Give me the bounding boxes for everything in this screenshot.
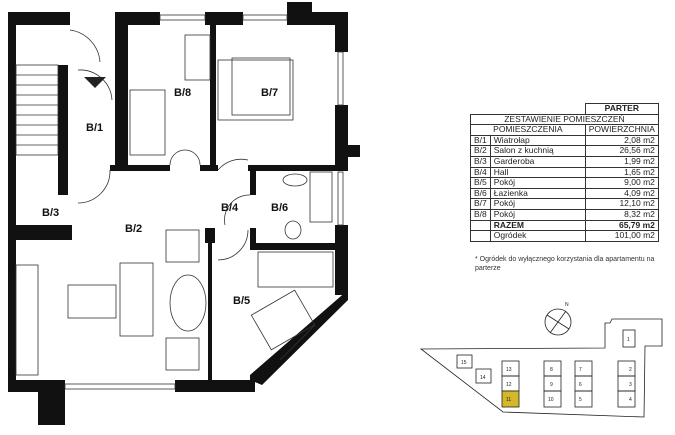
room-labels: B/1 B/2 B/3 B/4 B/5 B/6 B/7 B/8: [42, 87, 288, 307]
unit-label: 9: [550, 382, 553, 388]
room-name: Pokój: [489, 198, 586, 210]
unit-label: 3: [629, 382, 632, 388]
room-name: Wiatrołap: [489, 134, 586, 147]
room-area: 9,00 m2: [584, 177, 659, 189]
room-name: Pokój: [489, 208, 586, 221]
room-b6-label: B/6: [271, 202, 288, 214]
room-area: 1,65 m2: [584, 166, 659, 179]
room-area: 26,56 m2: [584, 145, 659, 157]
room-b3-label: B/3: [42, 207, 59, 219]
unit-label: 7: [579, 367, 582, 373]
garden-area: 101,00 m2: [584, 230, 659, 242]
room-b4-label: B/4: [221, 202, 239, 214]
unit-label: 10: [548, 397, 554, 403]
site-plan: [419, 308, 663, 418]
room-name: Salon z kuchnią: [489, 145, 586, 157]
garden-label: Ogródek: [489, 230, 586, 242]
unit-label: 14: [480, 375, 486, 381]
walls: [8, 2, 360, 425]
compass-icon: [544, 308, 572, 336]
room-b2-label: B/2: [125, 223, 142, 235]
room-id: B/6: [470, 187, 491, 200]
windows-and-furniture: [15, 14, 344, 390]
col-header-area: POWIERZCHNIA: [584, 124, 659, 136]
total-area: 65,79 m2: [584, 219, 659, 232]
room-id: B/1: [470, 134, 491, 147]
room-area: 2,08 m2: [584, 134, 659, 147]
footnote: * Ogródek do wyłącznego korzystania dla …: [475, 256, 655, 272]
table-title: ZESTAWIENIE POMIESZCZEŃ: [470, 113, 659, 126]
room-id: B/5: [470, 177, 491, 189]
unit-label: 15: [461, 360, 467, 366]
room-name: Pokój: [489, 177, 586, 189]
room-b7-label: B/7: [261, 87, 278, 99]
total-label: RAZEM: [489, 219, 586, 232]
room-area: 4,09 m2: [584, 187, 659, 200]
room-b1-label: B/1: [86, 122, 103, 134]
room-id: B/8: [470, 208, 491, 221]
room-area: 1,99 m2: [584, 155, 659, 168]
col-header-rooms: POMIESZCZENIA: [470, 124, 586, 136]
unit-label: 12: [506, 382, 512, 388]
room-area-table: PARTER ZESTAWIENIE POMIESZCZEŃ POMIESZCZ…: [470, 103, 659, 242]
unit-label: 8: [550, 367, 553, 373]
unit-label: 2: [629, 367, 632, 373]
room-area: 12,10 m2: [584, 198, 659, 210]
north-label: N: [565, 302, 569, 308]
room-name: Garderoba: [489, 155, 586, 168]
room-name: Hall: [489, 166, 586, 179]
room-b8-label: B/8: [174, 87, 191, 99]
room-id: B/2: [470, 145, 491, 157]
unit-label: 13: [506, 367, 512, 373]
unit-label: 11: [506, 397, 511, 403]
unit-label: 5: [579, 397, 582, 403]
room-name: Łazienka: [489, 187, 586, 200]
site-unit-labels: N 1 15 14 13 12 11 8 9 10 7 6 5 2 3 4: [461, 302, 632, 403]
unit-label: 4: [629, 397, 632, 403]
room-area: 8,32 m2: [584, 208, 659, 221]
entrance-arrow-icon: [84, 77, 106, 88]
unit-label: 1: [627, 337, 630, 343]
level-header: PARTER: [584, 103, 659, 115]
unit-label: 6: [579, 382, 582, 388]
room-b5-label: B/5: [233, 295, 250, 307]
room-id: B/4: [470, 166, 491, 179]
stairs: [15, 64, 59, 156]
room-id: B/7: [470, 198, 491, 210]
room-id: B/3: [470, 155, 491, 168]
highlighted-unit: [501, 390, 520, 408]
